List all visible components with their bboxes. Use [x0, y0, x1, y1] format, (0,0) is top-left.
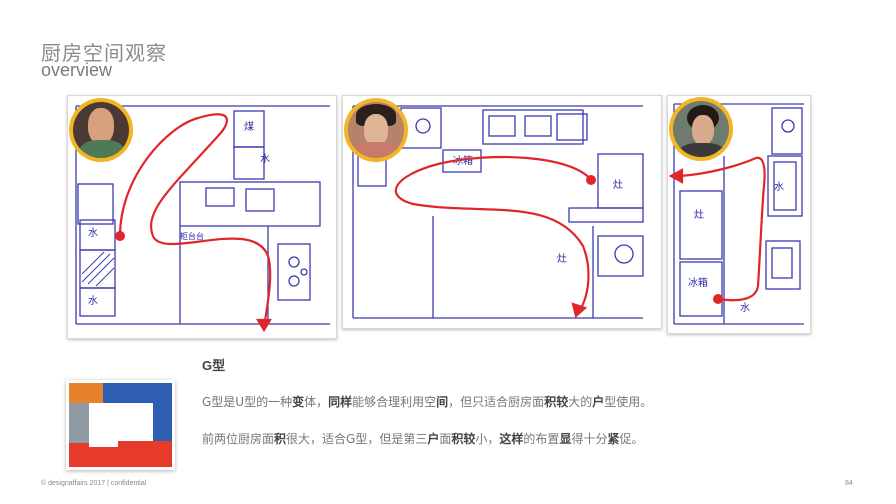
start-point-1 [115, 231, 125, 241]
page-subtitle: overview [41, 60, 113, 80]
movement-path-1 [118, 113, 272, 333]
sketch3-label-1: 灶 [694, 208, 704, 221]
avatar-person-2 [344, 98, 408, 162]
sketch1-label-5: 柜台台 [180, 231, 204, 241]
g-layout-icon [66, 380, 175, 470]
sketch1-label-3: 水 [88, 227, 98, 239]
page-number: 84 [845, 480, 853, 487]
sketch2-label-1: 冰箱 [453, 154, 473, 167]
sketch3-label-2: 水 [774, 181, 784, 193]
avatar-person-3 [669, 97, 733, 161]
kitchen-sketch-1: 煤 水 水 水 柜台台 [75, 105, 330, 333]
sketch1-label-2: 水 [260, 153, 270, 165]
description-line-2: 前两位厨房面积很大，适合G型，但是第三户面积较小，这样的布置显得十分紧促。 [202, 432, 644, 446]
description-line-1: G型是U型的一种变体，同样能够合理利用空间，但只适合厨房面积较大的户型使用。 [202, 395, 653, 409]
movement-path-3 [668, 156, 766, 302]
hatch-area [81, 251, 115, 287]
sketch2-label-3: 灶 [557, 252, 567, 265]
sketch1-label-4: 水 [88, 295, 98, 307]
sketch-panel-3: 灶 水 冰箱 水 [667, 95, 811, 334]
sketch-panel-2: 冰箱 灶 灶 [342, 95, 662, 329]
sketch3-label-3: 冰箱 [688, 276, 708, 289]
sketch-panel-1: 煤 水 水 水 柜台台 [67, 95, 337, 339]
sketch3-label-4: 水 [740, 302, 750, 314]
page-title: 厨房空间观察 [41, 41, 167, 65]
start-point-3 [713, 294, 723, 304]
sketch1-label-1: 煤 [244, 120, 254, 133]
layout-heading: G型 [202, 358, 226, 373]
avatar-person-1 [69, 98, 133, 162]
start-point-2 [586, 175, 596, 185]
sketch2-label-2: 灶 [613, 178, 623, 191]
footer-copyright: © designaffairs 2017 | confidential [41, 480, 147, 487]
movement-path-2 [394, 155, 592, 319]
